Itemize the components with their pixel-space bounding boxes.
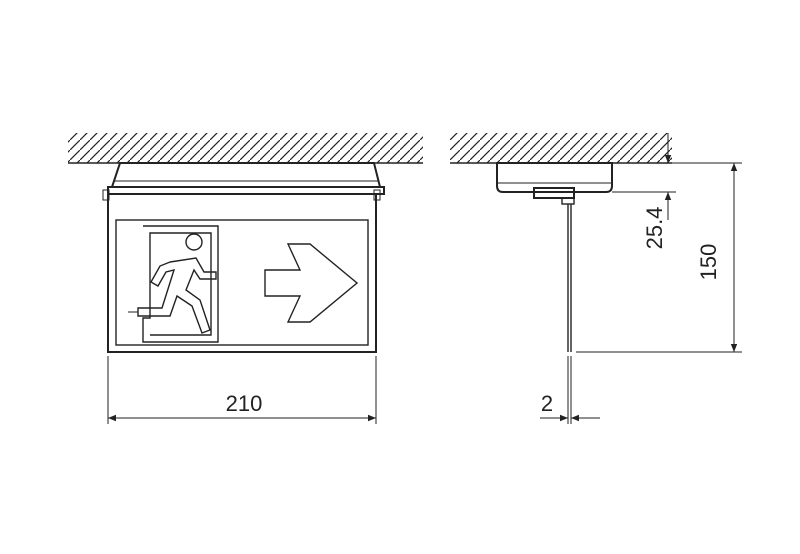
base-height-dimension-label: 25.4 (642, 207, 667, 250)
thickness-dimension (540, 356, 600, 424)
ceiling-hatch-front (68, 133, 423, 164)
direction-arrow-icon (264, 243, 359, 323)
panel-edge-side (567, 204, 572, 352)
base-height-dimension (612, 133, 676, 220)
ceiling-hatch-side (450, 133, 672, 164)
thickness-dimension-label: 2 (541, 391, 553, 416)
front-view: 210 (68, 133, 423, 424)
mounting-base-side (496, 162, 613, 205)
width-dimension (107, 356, 377, 424)
total-height-dimension (576, 162, 742, 353)
total-height-dimension-label: 150 (696, 244, 721, 281)
side-view: 2 25.4 150 (450, 133, 742, 424)
width-dimension-label: 210 (226, 391, 263, 416)
mounting-base-front (102, 162, 385, 201)
running-man-icon (128, 225, 219, 343)
sign-panel (107, 193, 377, 353)
